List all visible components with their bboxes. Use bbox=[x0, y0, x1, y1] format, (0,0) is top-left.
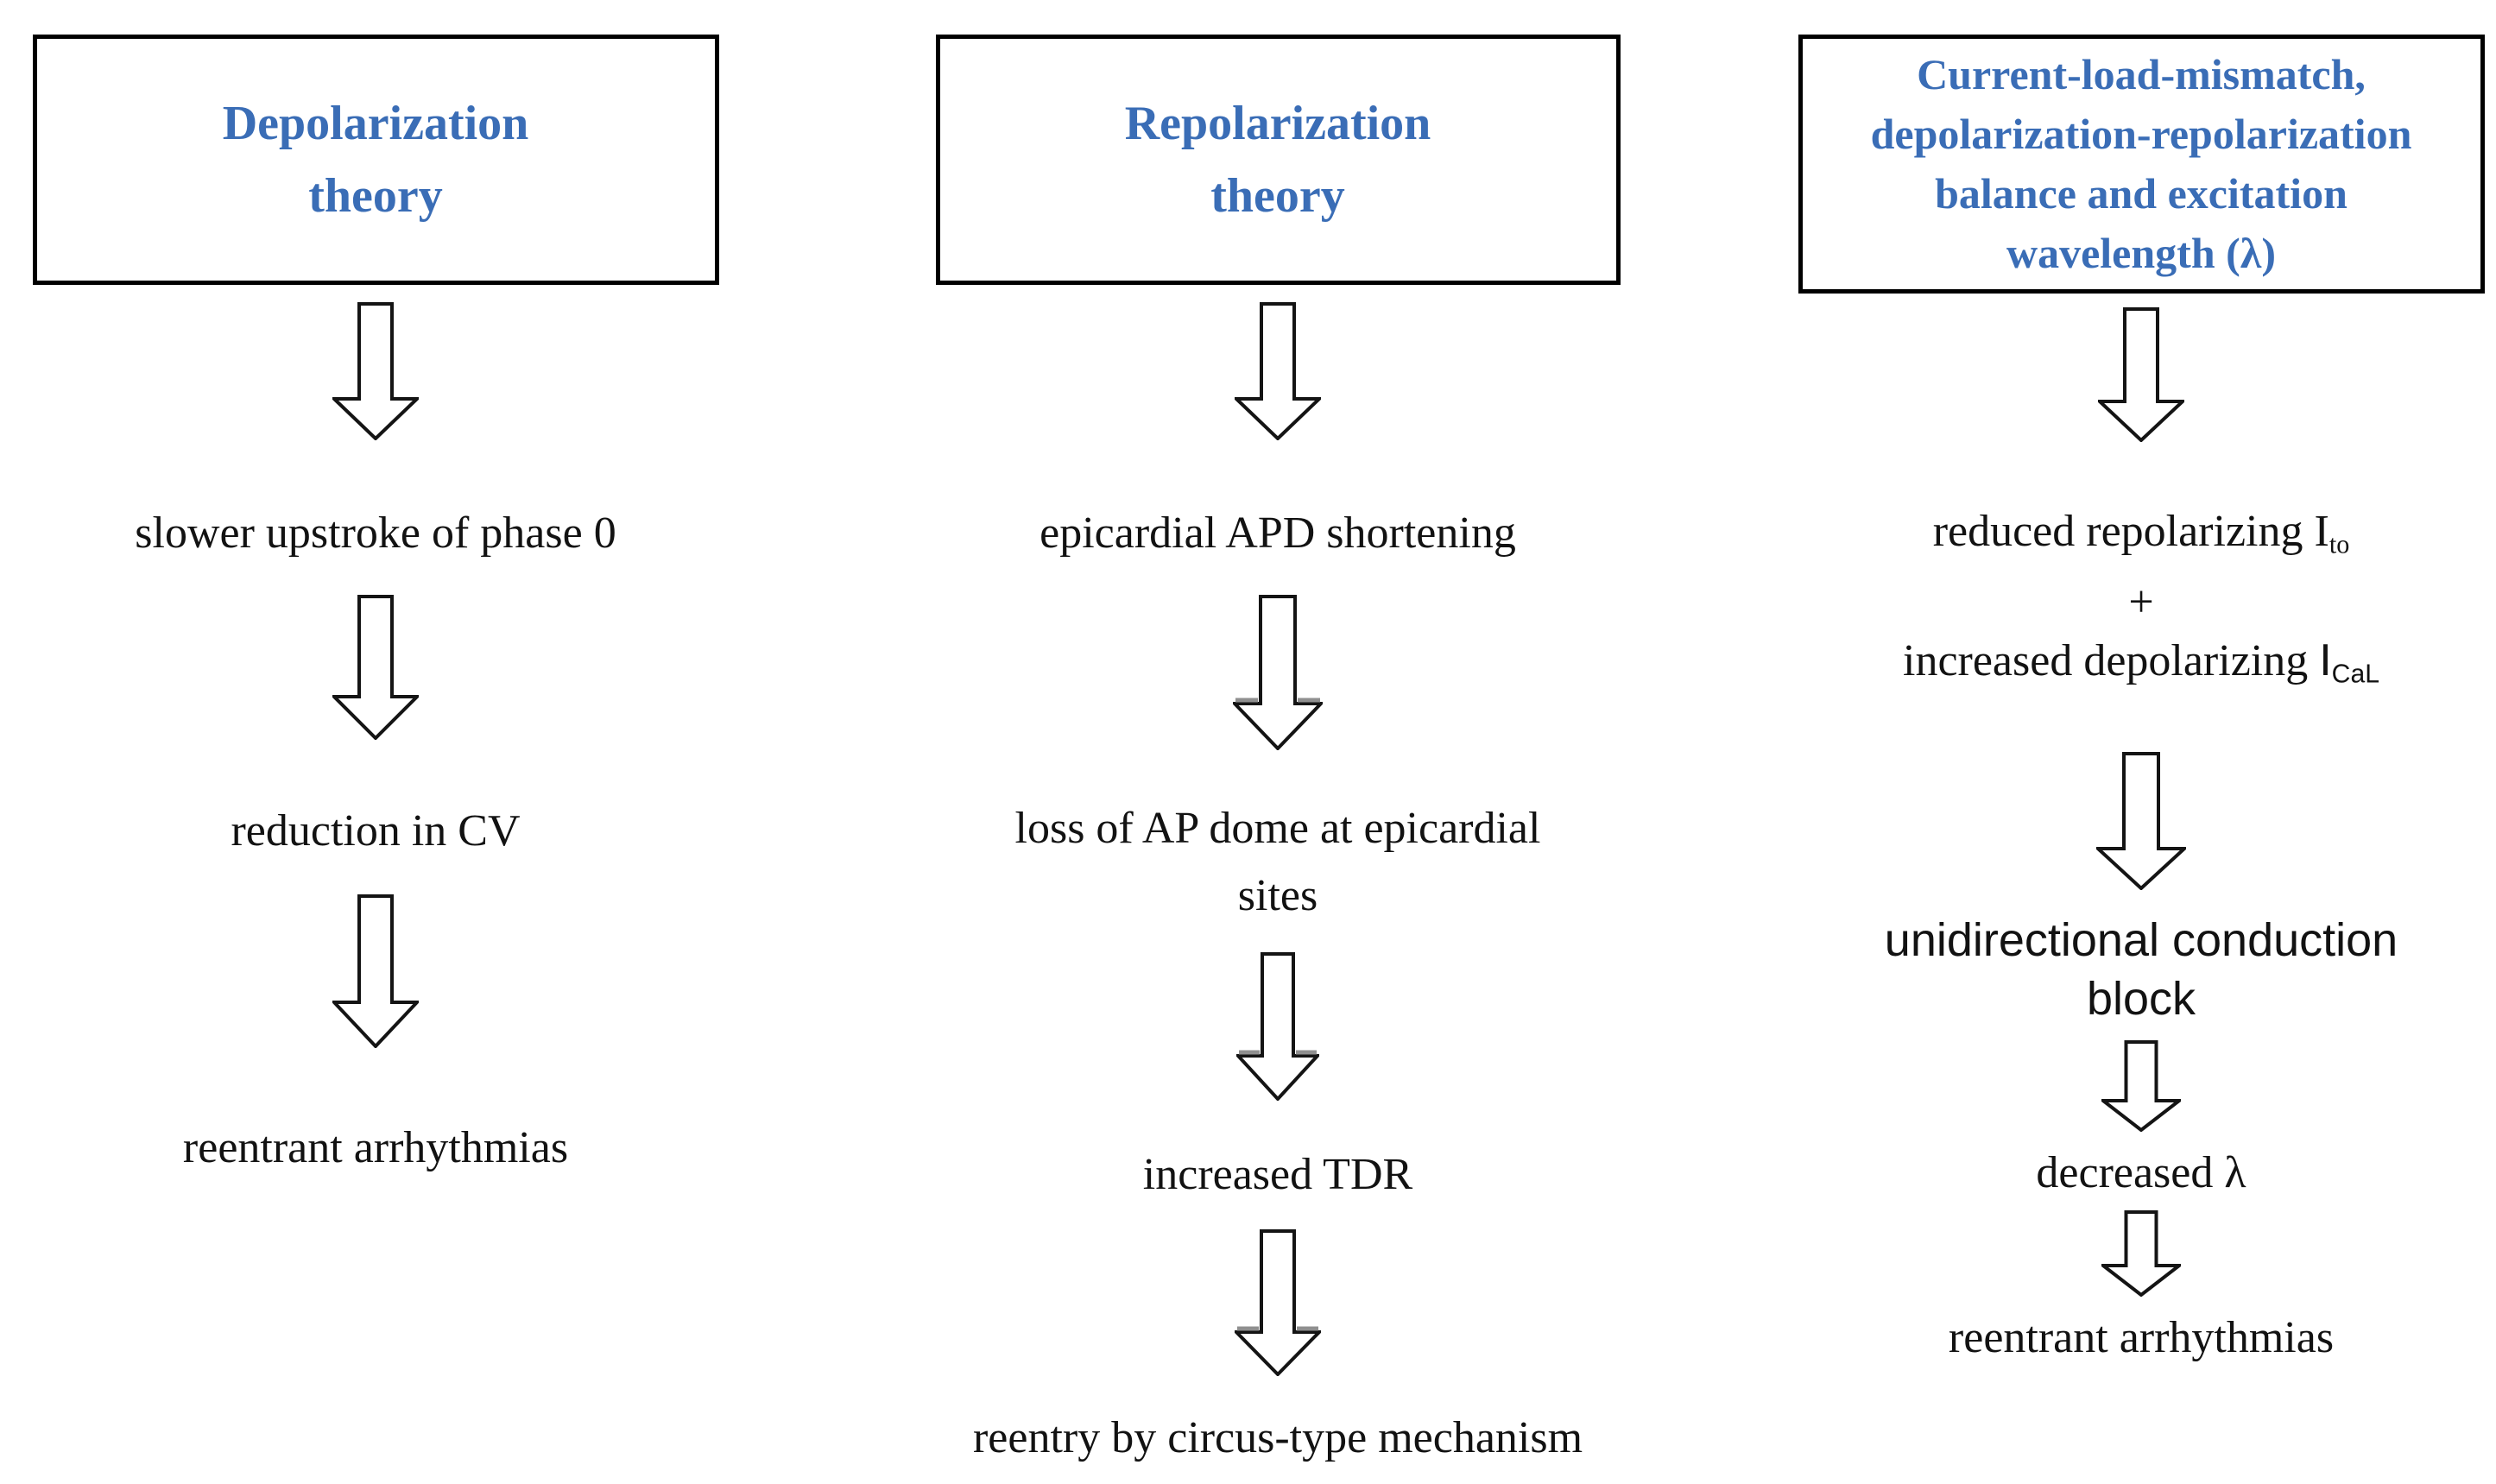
theory-box-current-load-mismatch: Current-load-mismatch, depolarization-re… bbox=[1798, 35, 2485, 294]
plus-sign: + bbox=[2128, 578, 2154, 628]
flow-step-line: block bbox=[2086, 972, 2196, 1025]
flow-step: slower upstroke of phase 0 bbox=[135, 508, 616, 558]
flow-step: reduction in CV bbox=[231, 806, 521, 856]
current-subscript: CaL bbox=[2331, 660, 2379, 689]
down-arrow-icon bbox=[2101, 1039, 2181, 1132]
flow-step: reduced repolarizing Ito + increased dep… bbox=[1903, 499, 2379, 707]
flow-step: epicardial APD shortening bbox=[1039, 508, 1516, 558]
flow-step-line: sites bbox=[1237, 871, 1318, 920]
down-arrow-icon bbox=[332, 595, 419, 740]
flow-step-line: increased depolarizing ICaL bbox=[1903, 635, 2379, 689]
current-symbol: I bbox=[2319, 635, 2332, 686]
flow-step-line: reduced repolarizing Ito bbox=[1932, 507, 2350, 559]
theory-box-title-line: wavelength (λ) bbox=[2006, 229, 2276, 277]
column-repolarization-theory: Repolarization theory epicardial APD sho… bbox=[902, 0, 1653, 1470]
flow-step: unidirectional conduction block bbox=[1885, 911, 2398, 1028]
flow-step-line: loss of AP dome at epicardial bbox=[1014, 804, 1541, 853]
theory-box-title-line: Current-load-mismatch, bbox=[1917, 50, 2366, 98]
down-arrow-icon bbox=[2098, 307, 2184, 442]
theory-box-title-line: Depolarization bbox=[222, 97, 529, 150]
theory-box-title-line: balance and excitation bbox=[1935, 169, 2348, 218]
current-symbol: I bbox=[2314, 507, 2329, 556]
down-arrow-icon bbox=[1233, 595, 1323, 750]
flow-step: reentrant arrhythmias bbox=[1948, 1312, 2335, 1362]
down-arrow-icon bbox=[1235, 1229, 1321, 1376]
flow-step: decreased λ bbox=[2036, 1147, 2246, 1197]
down-arrow-icon bbox=[2101, 1209, 2181, 1297]
down-arrow-icon bbox=[1235, 302, 1321, 440]
theory-box-title-line: depolarization-repolarization bbox=[1870, 110, 2412, 158]
flow-step: loss of AP dome at epicardial sites bbox=[1015, 795, 1541, 930]
theory-box-title-line: theory bbox=[308, 169, 443, 223]
down-arrow-icon bbox=[2096, 751, 2186, 890]
current-subscript: to bbox=[2329, 529, 2350, 559]
flow-step-line: unidirectional conduction bbox=[1884, 913, 2398, 966]
column-depolarization-theory: Depolarization theory slower upstroke of… bbox=[13, 0, 738, 1180]
theory-box-repolarization: Repolarization theory bbox=[935, 35, 1621, 285]
flow-step: reentry by circus-type mechanism bbox=[972, 1413, 1583, 1462]
down-arrow-icon bbox=[1236, 952, 1319, 1101]
flow-step: reentrant arrhythmias bbox=[182, 1123, 569, 1172]
down-arrow-icon bbox=[332, 894, 419, 1048]
theory-box-title-line: Repolarization bbox=[1124, 97, 1431, 150]
theory-box-title-line: theory bbox=[1210, 169, 1345, 223]
down-arrow-icon bbox=[332, 302, 419, 440]
flow-step: increased TDR bbox=[1142, 1150, 1413, 1199]
column-current-load-mismatch: Current-load-mismatch, depolarization-re… bbox=[1783, 0, 2496, 1370]
theory-box-depolarization: Depolarization theory bbox=[32, 35, 719, 285]
